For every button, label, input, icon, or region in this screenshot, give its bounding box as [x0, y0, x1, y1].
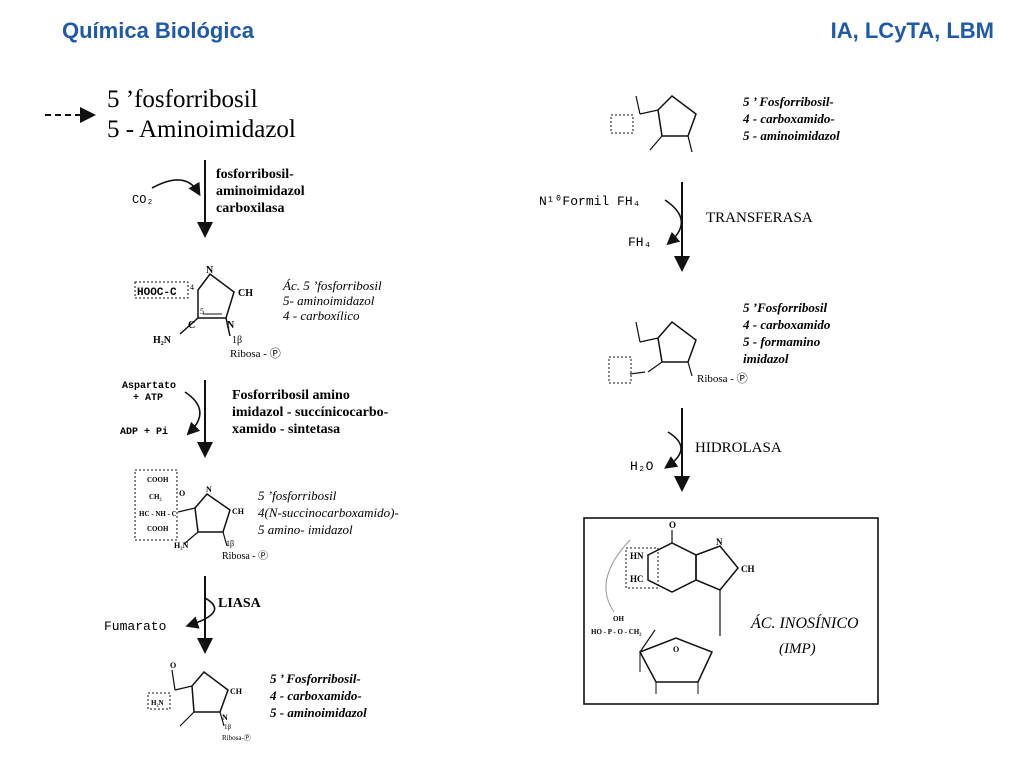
step2-enzyme-line2: imidazol - succínicocarbo-: [232, 405, 389, 420]
comp2-ribose: Ribosa - Ⓟ: [222, 550, 268, 562]
comp2-beta: 1β: [226, 539, 234, 548]
comp2-ch: CH: [232, 507, 245, 516]
comp3-name-line2: 4 - carboxamido-: [269, 688, 362, 703]
step1-cofactor-arrow: [151, 179, 201, 197]
comp2-n: N: [206, 485, 212, 494]
comp2-hc-nh: HC - NH - C: [139, 510, 177, 518]
step3-enzyme: LIASA: [218, 596, 262, 611]
comp3-ribose: Ribosa-Ⓟ: [222, 734, 251, 742]
comp1-n-top: N: [206, 265, 214, 276]
product-name-line2: (IMP): [779, 641, 816, 657]
comp2-cooh-bottom: COOH: [147, 525, 169, 533]
comp1-name-line3: 4 - carboxílico: [283, 308, 360, 323]
comp2-cooh-top: COOH: [147, 476, 169, 484]
step5-cofactor: H₂O: [630, 459, 654, 474]
compound4-structure: [608, 320, 697, 384]
header-title-left: Química Biológica: [62, 18, 254, 43]
comp3-o: O: [170, 661, 176, 670]
product-box: [583, 517, 879, 705]
compound1-structure: [134, 272, 235, 337]
comp1-name-line2: 5- aminoimidazol: [283, 293, 375, 308]
imp-o-carbonyl: O: [669, 520, 676, 530]
comp3-n: N: [222, 713, 228, 722]
step1-enzyme-line1: fosforribosil-: [216, 167, 294, 182]
comp1-ring-number-5: 5: [200, 307, 204, 316]
comp1-h2n: H₂N: [153, 335, 172, 346]
product-name-line1: ÁC. INOSÍNICO: [750, 613, 859, 632]
imp-ch: CH: [741, 564, 755, 574]
step2-enzyme-line1: Fosforribosil amino: [232, 388, 350, 403]
comp2-name-line2: 4(N-succinocarboxamido)-: [258, 505, 399, 520]
compound2-structure: [134, 469, 231, 547]
comp4-ribose: Ribosa - Ⓟ: [697, 372, 748, 385]
header-title-right: IA, LCyTA, LBM: [830, 18, 994, 43]
comp1-ribose: Ribosa - Ⓟ: [230, 347, 281, 360]
comp2-name-line1: 5 ’fosforribosil: [258, 488, 337, 503]
comp1-group-label: HOOC-C: [137, 287, 177, 299]
comp1-ch: CH: [238, 288, 253, 299]
step2-cofactor-in-line2: + ATP: [133, 393, 163, 404]
step4-cofactor-out: FH₄: [628, 235, 651, 250]
start-title-line1: 5 ’fosforribosil: [107, 86, 258, 113]
comp3-beta: 1β: [224, 723, 232, 731]
comp2-o: O: [179, 489, 185, 498]
r-comp3-name-line1: 5 ’ Fosforribosil-: [743, 94, 834, 109]
step5-cofactor-arrow: [664, 431, 682, 469]
step3-cofactor-out: Fumarato: [104, 619, 166, 634]
step4-cofactor-in: N¹⁰Formil FH₄: [539, 194, 640, 209]
step2-cofactor-in-line1: Aspartato: [122, 381, 176, 392]
comp2-h2n: H₂N: [174, 541, 189, 550]
step3-cofactor-arrow: [185, 597, 216, 629]
comp1-ring-number-4: 4: [190, 283, 194, 292]
comp4-name-line4: imidazol: [743, 351, 789, 366]
step5-enzyme: HIDROLASA: [695, 440, 782, 456]
imp-n: N: [716, 537, 723, 547]
comp4-name-line2: 4 - carboxamido: [742, 317, 831, 332]
imp-o-ring: O: [673, 645, 679, 654]
imp-hc: HC: [630, 574, 644, 584]
step1-cofactor: CO₂: [132, 193, 154, 207]
step4-cofactor-arrow: [664, 199, 683, 246]
compound3-structure: [147, 669, 229, 727]
step1-enzyme-line2: aminoimidazol: [216, 184, 305, 199]
comp1-beta: 1β: [232, 335, 242, 346]
imp-structure: [605, 530, 739, 694]
imp-phosphate: HO - P - O - CH₂: [591, 628, 641, 636]
start-title-line2: 5 - Aminoimidazol: [107, 116, 296, 143]
r-comp3-name-line2: 4 - carboxamido-: [742, 111, 835, 126]
step2-cofactor-out: ADP + Pi: [120, 426, 168, 438]
imp-oh: OH: [613, 615, 624, 623]
compound3-right-structure: [610, 95, 697, 153]
step1-enzyme-line3: carboxilasa: [216, 201, 284, 216]
comp3-ch: CH: [230, 687, 243, 696]
step2-cofactor-arrow: [184, 391, 201, 436]
comp1-c-bottom: C: [188, 320, 195, 331]
step4-enzyme: TRANSFERASA: [706, 210, 813, 226]
imp-hn: HN: [630, 551, 644, 561]
comp1-name-line1: Ác. 5 ’fosforribosil: [282, 278, 382, 293]
step2-enzyme-line3: xamido - sintetasa: [232, 422, 340, 437]
comp4-name-line1: 5 ’Fosforribosil: [743, 300, 828, 315]
comp3-name-line1: 5 ’ Fosforribosil-: [270, 671, 361, 686]
r-comp3-name-line3: 5 - aminoimidazol: [743, 128, 840, 143]
comp3-name-line3: 5 - aminoimidazol: [270, 705, 367, 720]
comp4-name-line3: 5 - formamino: [743, 334, 821, 349]
comp1-n-bottom: N: [227, 320, 235, 331]
comp2-ch2: CH₂: [149, 493, 162, 501]
comp3-h2n-amide: H₂N: [151, 699, 164, 707]
comp2-name-line3: 5 amino- imidazol: [258, 522, 353, 537]
